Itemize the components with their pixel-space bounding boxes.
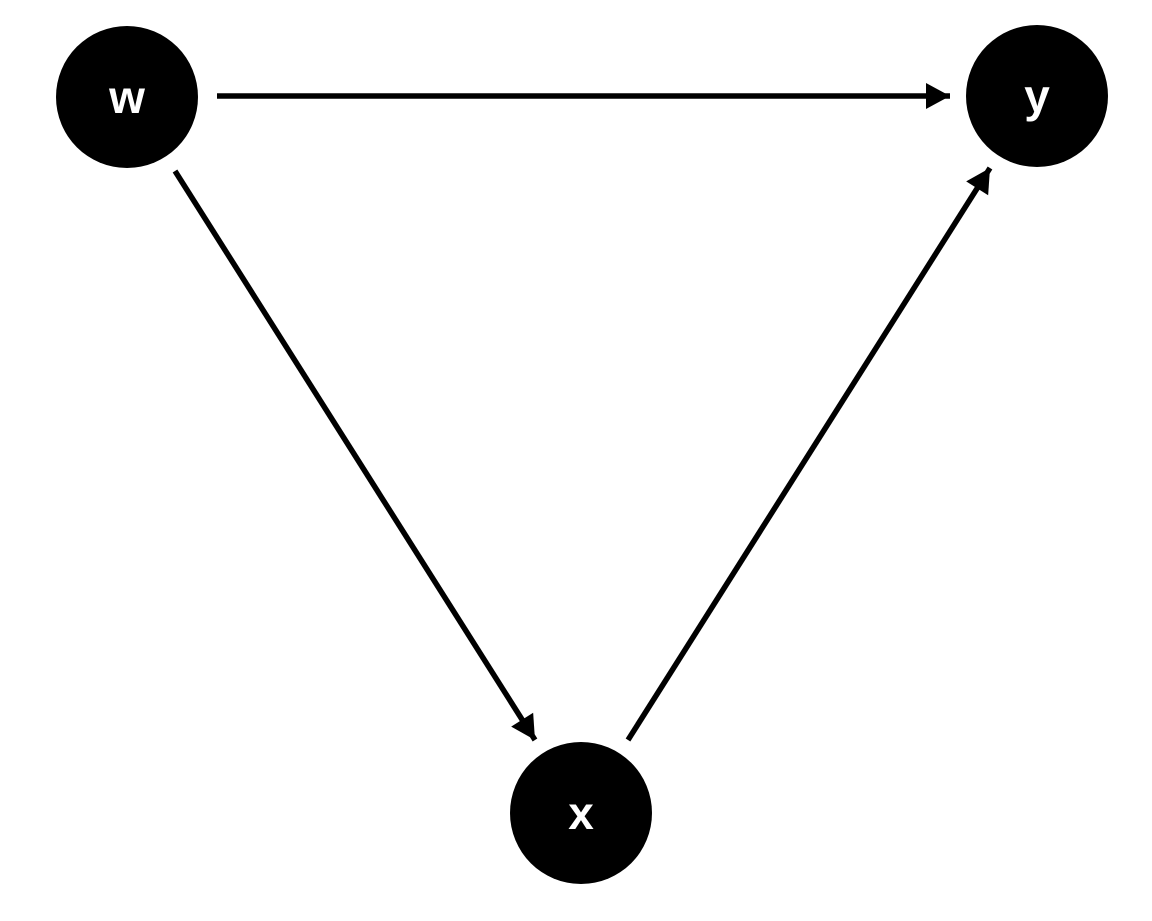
node-x-circle xyxy=(510,742,652,884)
node-x-label: x xyxy=(568,787,594,839)
node-y-circle xyxy=(966,25,1108,167)
edge-w-to-x xyxy=(172,169,538,742)
node-w: w xyxy=(56,26,198,168)
node-y: y xyxy=(966,25,1108,167)
edge-x-to-y xyxy=(625,166,993,742)
node-w-circle xyxy=(56,26,198,168)
node-y-label: y xyxy=(1024,70,1050,122)
node-w-label: w xyxy=(108,71,145,123)
node-x: x xyxy=(510,742,652,884)
